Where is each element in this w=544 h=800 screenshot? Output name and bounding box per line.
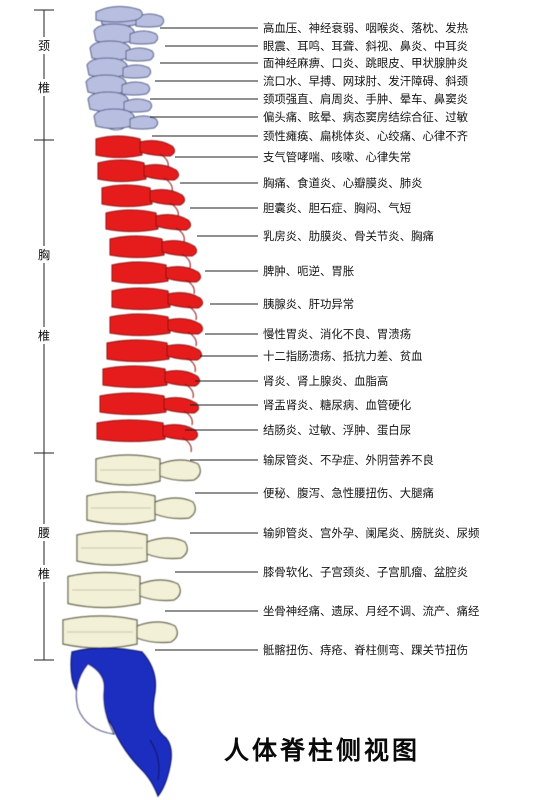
diagram-title: 人体脊柱侧视图 <box>224 736 420 765</box>
thoracic-vertebra <box>95 135 143 158</box>
region-label-cervical: 颈 <box>38 39 50 53</box>
thoracic-process <box>166 344 203 361</box>
symptom-label: 脾肿、呃逆、胃胀 <box>263 264 354 278</box>
thoracic-vertebra <box>96 419 166 442</box>
thoracic-process <box>167 292 204 309</box>
cervical-process <box>129 30 159 45</box>
thoracic-vertebra <box>111 261 169 284</box>
thoracic-process <box>143 164 180 181</box>
symptom-label: 胆囊炎、胆石症、胸闷、气短 <box>263 201 411 215</box>
symptom-label: 膝骨软化、子宫颈炎、子宫肌瘤、盆腔炎 <box>263 565 468 579</box>
lumbar-process <box>159 459 201 482</box>
region-label-lumbar: 椎 <box>38 566 50 581</box>
symptom-label: 高血压、神经衰弱、咽喉炎、落枕、发热 <box>263 21 469 35</box>
symptom-label: 慢性胃炎、消化不良、胃溃疡 <box>263 327 411 341</box>
thoracic-process <box>164 370 201 387</box>
cervical-vertebra <box>93 108 135 129</box>
region-label-lumbar: 腰 <box>38 526 50 540</box>
cervical-process <box>121 81 151 96</box>
symptom-label: 肾炎、肾上腺炎、血脂高 <box>263 374 388 388</box>
cervical-process <box>129 115 159 130</box>
sacral-foramen <box>75 663 115 735</box>
symptom-label: 胰腺炎、肝功异常 <box>263 297 354 311</box>
thoracic-vertebra <box>105 209 159 232</box>
thoracic-vertebra <box>106 339 170 362</box>
symptom-label: 偏头痛、眩晕、病态窦房结综合征、过敏 <box>263 110 469 124</box>
symptom-label: 眼震、耳鸣、耳聋、斜视、鼻炎、中耳炎 <box>263 39 468 53</box>
region-label-thoracic: 椎 <box>38 328 50 343</box>
lumbar-process <box>136 621 178 644</box>
lumbar-vertebrae <box>62 454 201 649</box>
symptom-label: 支气管哮喘、咳嗽、心律失常 <box>263 150 411 164</box>
thoracic-vertebra <box>97 159 147 182</box>
thoracic-vertebra <box>109 235 165 258</box>
cervical-process <box>135 13 165 28</box>
symptom-label: 坐骨神经痛、遗尿、月经不调、流产、痛经 <box>263 604 479 618</box>
thoracic-process <box>155 214 192 231</box>
symptom-label: 乳房炎、肋膜炎、骨关节炎、胸痛 <box>263 229 434 243</box>
cervical-vertebra <box>93 23 135 44</box>
cervical-process <box>122 64 152 79</box>
atlas-vertebra <box>95 6 143 23</box>
spine-illustration <box>62 6 204 798</box>
symptom-label: 颈性瘫痪、扁桃体炎、心绞痛、心律不齐 <box>263 129 468 143</box>
symptom-label: 结肠炎、过敏、浮肿、蛋白尿 <box>263 423 411 437</box>
symptom-label: 肾盂肾炎、糖尿病、血管硬化 <box>263 398 411 412</box>
symptom-label: 胸痛、食道炎、心瓣膜炎、肺炎 <box>263 176 422 190</box>
symptom-label: 颈项强直、肩周炎、手肿、晕车、鼻窦炎 <box>263 92 468 106</box>
cervical-process <box>125 47 155 62</box>
symptom-label: 便秘、腹泻、急性腰扭伤、大腿痛 <box>263 486 434 500</box>
thoracic-process <box>139 140 176 157</box>
thoracic-vertebrae <box>95 135 204 453</box>
symptom-label: 十二指肠溃疡、抵抗力差、贫血 <box>263 349 422 363</box>
lumbar-process <box>154 497 196 520</box>
thoracic-vertebra <box>99 392 167 415</box>
symptom-label: 输尿管炎、不孕症、外阴营养不良 <box>263 453 434 467</box>
coccyx <box>149 739 160 781</box>
lumbar-process <box>139 579 181 602</box>
cervical-vertebrae <box>85 6 165 131</box>
thoracic-vertebra <box>109 313 171 336</box>
region-label-cervical: 椎 <box>38 80 50 95</box>
symptom-label: 流口水、早搏、网球肘、发汗障碍、斜颈 <box>263 74 468 88</box>
thoracic-vertebra <box>102 365 168 388</box>
thoracic-process <box>165 266 202 283</box>
cervical-process <box>123 98 153 113</box>
symptom-label: 面神经麻痹、口炎、跳眼皮、甲状腺肿炎 <box>263 56 468 70</box>
symptom-labels: 高血压、神经衰弱、咽喉炎、落枕、发热眼震、耳鸣、耳聋、斜视、鼻炎、中耳炎面神经麻… <box>263 21 480 657</box>
symptom-label: 输卵管炎、宫外孕、阑尾炎、膀胱炎、尿频 <box>263 526 480 540</box>
thoracic-vertebra <box>111 287 171 310</box>
thoracic-process <box>167 318 204 335</box>
thoracic-process <box>162 424 199 441</box>
sacrum-coccyx <box>70 647 172 798</box>
lumbar-process <box>146 537 188 560</box>
symptom-label: 骶髂扭伤、痔疮、脊柱侧弯、踝关节扭伤 <box>263 643 468 657</box>
thoracic-process <box>149 189 186 206</box>
thoracic-vertebra <box>101 184 153 207</box>
thoracic-process <box>161 240 198 257</box>
region-label-thoracic: 胸 <box>38 247 50 262</box>
thoracic-process <box>163 397 200 414</box>
cervical-vertebra <box>87 91 129 112</box>
leader-lines <box>150 27 258 651</box>
